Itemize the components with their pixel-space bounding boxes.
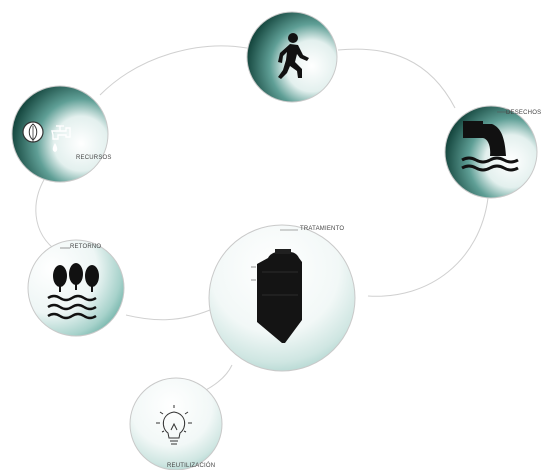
label-retorno: RETORNO bbox=[70, 244, 101, 250]
line-recursos-person bbox=[99, 45, 248, 96]
node-person[interactable] bbox=[246, 11, 338, 103]
node-desechos[interactable]: DESECHOS bbox=[444, 105, 541, 199]
line-tratamiento-retorno bbox=[125, 309, 211, 321]
label-reutilizacion: REUTILIZACIÓN bbox=[167, 462, 215, 469]
walking-person-icon bbox=[278, 33, 309, 79]
node-tratamiento[interactable]: TRATAMIENTO bbox=[208, 224, 356, 372]
node-retorno[interactable]: RETORNO bbox=[27, 239, 125, 337]
cycle-lines bbox=[35, 45, 489, 393]
lightbulb-icon bbox=[156, 405, 192, 445]
line-tratamiento-reutilizacion bbox=[201, 364, 233, 393]
line-retorno-recursos bbox=[35, 177, 59, 253]
trees-water-icon bbox=[47, 263, 99, 320]
label-tratamiento: TRATAMIENTO bbox=[300, 226, 344, 232]
line-desechos-tratamiento bbox=[367, 197, 489, 297]
water-tank-icon bbox=[251, 249, 302, 343]
leaf-faucet-icon bbox=[22, 121, 71, 152]
label-recursos: RECURSOS bbox=[76, 155, 112, 161]
label-desechos: DESECHOS bbox=[506, 110, 541, 116]
node-reutilizacion[interactable]: REUTILIZACIÓN bbox=[129, 377, 223, 470]
sewage-pipe-icon bbox=[461, 121, 519, 172]
line-person-desechos bbox=[337, 48, 456, 109]
node-recursos[interactable]: RECURSOS bbox=[11, 85, 112, 183]
